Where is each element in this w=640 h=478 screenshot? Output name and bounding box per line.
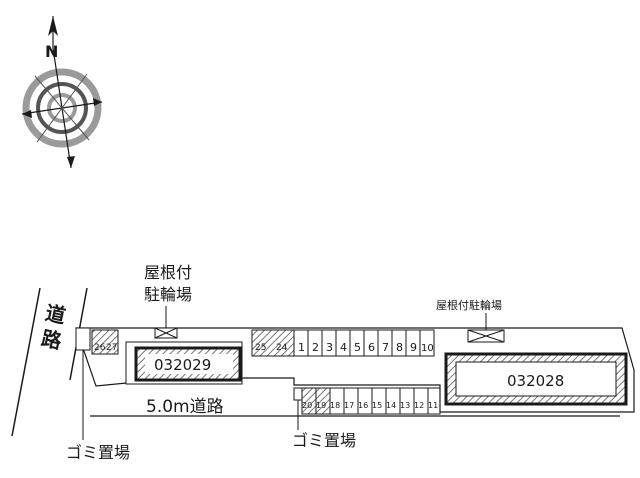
- compass-north-label: N: [45, 42, 58, 61]
- parking-slot-2: 2: [312, 341, 319, 354]
- parking-slot-5: 5: [354, 341, 361, 354]
- building-left-label: 032029: [154, 356, 211, 374]
- garbage-left-label: ゴミ置場: [66, 443, 130, 462]
- parking-slot-15: 15: [372, 401, 382, 410]
- road-vertical-label-1: 道: [43, 301, 68, 329]
- bike-parking-left-label-1: 屋根付: [144, 263, 192, 282]
- parking-slot-3: 3: [326, 341, 333, 354]
- parking-slot-hatched: [91, 329, 119, 355]
- road-edge-line: [11, 287, 41, 437]
- parking-slot-20: 20: [302, 401, 312, 410]
- parking-slot-18: 18: [330, 401, 340, 410]
- parking-row-bottom: [301, 387, 441, 415]
- building-032028: [444, 352, 628, 406]
- parking-slot-17: 17: [344, 401, 354, 410]
- parking-slot-8: 8: [396, 341, 403, 354]
- slot-label: 27: [106, 343, 117, 353]
- parking-slot-13: 13: [400, 401, 410, 410]
- road-vertical-label-2: 路: [39, 326, 65, 354]
- parking-slot-19: 19: [316, 401, 326, 410]
- garbage-right-label: ゴミ置場: [292, 431, 356, 450]
- parking-slot-11: 11: [428, 401, 438, 410]
- road-horizontal-label: 5.0m道路: [146, 397, 224, 417]
- bike-parking-right-label: 屋根付駐輪場: [436, 298, 502, 312]
- parking-slot-9: 9: [410, 341, 417, 354]
- bike-parking-left-label-2: 駐輪場: [144, 285, 192, 304]
- parking-slot-7: 7: [382, 341, 389, 354]
- slot-label: 25: [255, 343, 266, 353]
- slot-label: 26: [94, 343, 106, 353]
- parking-slot-10: 10: [421, 343, 434, 354]
- bike-parking-left-icon: [154, 327, 178, 339]
- building-right-label: 032028: [507, 372, 564, 390]
- parking-slot-16: 16: [358, 401, 368, 410]
- parking-slot-6: 6: [368, 341, 375, 354]
- parking-slot-14: 14: [386, 401, 396, 410]
- slot-label: 24: [276, 343, 288, 353]
- parking-slot-12: 12: [414, 401, 424, 410]
- building-032029: [134, 346, 242, 382]
- bike-parking-right-icon: [467, 329, 505, 343]
- garbage-station: [75, 327, 91, 351]
- garbage-station: [293, 387, 303, 401]
- parking-slot-4: 4: [340, 341, 347, 354]
- parking-slot-1: 1: [298, 341, 305, 354]
- parking-row-top: [293, 329, 435, 357]
- compass-icon: [21, 16, 103, 169]
